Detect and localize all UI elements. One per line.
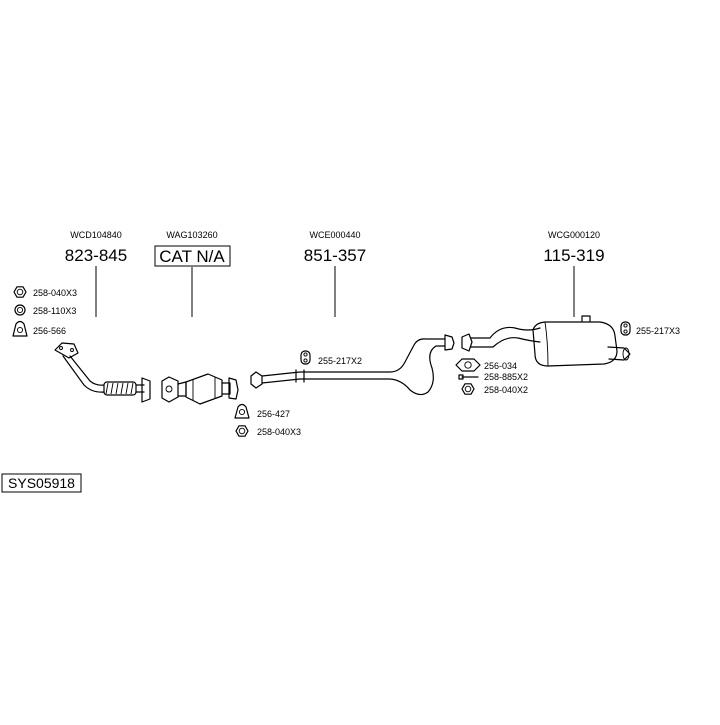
part-number-rear-silencer: 115-319	[543, 246, 604, 265]
front-pipe-flange	[54, 342, 79, 359]
accessory-label-gasket-front: 256-566	[33, 326, 66, 336]
flange-bolt-hole	[59, 346, 63, 350]
rear-pipe-top	[470, 326, 541, 339]
silencer-body	[532, 321, 618, 367]
oe-ref-catalytic-converter: WAG103260	[166, 230, 217, 240]
center-pipe-drawing	[250, 334, 455, 396]
cat-body-seams	[192, 377, 216, 400]
front-pipe-outlet	[135, 384, 145, 393]
ring-hole	[16, 306, 24, 314]
accessory-label-gasket-rear: 256-034	[484, 361, 517, 371]
nut-hole	[464, 385, 472, 393]
gasket-hole	[464, 361, 472, 369]
nut-icon	[13, 286, 27, 298]
gasket-hole	[238, 408, 246, 416]
accessory-gasket-rear[interactable]: 256-034	[455, 358, 517, 372]
front-pipe-tube-bottom	[69, 355, 105, 386]
rear-silencer-drawing	[461, 315, 631, 367]
center-pipe-inlet-flange	[250, 371, 263, 389]
nut-hole	[238, 427, 246, 435]
mount-hole	[303, 358, 308, 363]
tailpipe-tip	[622, 347, 630, 361]
center-pipe-outlet-flange	[444, 334, 455, 351]
accessory-label-nut-front: 258-040X3	[33, 288, 77, 298]
mount-hole	[623, 329, 628, 334]
part-number-catalytic-converter: CAT N/A	[159, 247, 225, 266]
accessory-bolt-rear[interactable]: 258-885X2	[458, 372, 528, 382]
flex-joint-braid	[105, 382, 134, 395]
front-pipe-tube-top	[62, 355, 105, 393]
gasket-icon	[234, 403, 250, 419]
center-pipe-hanger-bracket	[295, 369, 305, 383]
accessory-gasket-front[interactable]: 256-566	[12, 320, 66, 337]
gasket-icon	[12, 320, 28, 337]
accessory-gasket-cat[interactable]: 256-427	[234, 403, 290, 420]
accessory-nut-rear[interactable]: 258-040X2	[461, 383, 528, 395]
accessory-label-mount-center: 255-217X2	[318, 356, 362, 366]
cat-outlet-flange	[228, 377, 239, 400]
nut-hole	[16, 288, 24, 296]
gasket-hole	[16, 326, 24, 334]
cat-inlet-hole	[165, 385, 173, 393]
accessory-mount-rear[interactable]: 255-217X3	[620, 321, 680, 336]
part-number-front-pipe: 823-845	[65, 246, 127, 265]
accessory-label-gasket-cat: 256-427	[257, 409, 290, 419]
center-pipe-bottom	[261, 345, 446, 396]
accessory-label-mount-rear: 255-217X3	[636, 326, 680, 336]
accessory-label-bolt-rear: 258-885X2	[484, 372, 528, 382]
accessory-label-ring-front: 258-110X3	[33, 306, 76, 316]
system-code-label: SYS05918	[8, 475, 75, 491]
front-pipe-outlet-flange	[141, 377, 151, 403]
bolt-head	[458, 374, 464, 380]
mount-hole	[303, 352, 308, 357]
oe-ref-front-pipe: WCD104840	[70, 230, 122, 240]
flex-joint	[103, 381, 137, 396]
accessory-nut-front[interactable]: 258-040X3	[13, 286, 77, 298]
nut-icon	[461, 383, 475, 395]
section-rear-silencer[interactable]: WCG000120 115-319	[543, 230, 605, 317]
accessory-nut-cat[interactable]: 258-040X3	[235, 425, 301, 437]
system-code-box	[1, 473, 82, 493]
accessory-mount-center[interactable]: 255-217X2	[300, 350, 362, 366]
cat-inlet-neck	[177, 381, 187, 397]
ring-icon	[14, 304, 26, 316]
cat-body	[185, 373, 223, 405]
cat-label-box	[154, 245, 231, 267]
rear-inlet-flange	[461, 333, 473, 352]
center-pipe-top	[261, 338, 446, 377]
section-center-pipe[interactable]: WCE000440 851-357	[304, 230, 366, 317]
silencer-hanger	[581, 315, 591, 322]
accessory-label-nut-cat: 258-040X3	[257, 427, 301, 437]
oe-ref-rear-silencer: WCG000120	[548, 230, 600, 240]
flange-bolt-hole	[70, 348, 74, 352]
gasket-icon	[455, 358, 481, 372]
mount-hole	[623, 323, 628, 328]
part-number-center-pipe: 851-357	[304, 246, 366, 265]
accessory-label-nut-rear: 258-040X2	[484, 385, 528, 395]
nut-icon	[235, 425, 249, 437]
cat-inlet-flange	[161, 376, 179, 403]
accessory-ring-front[interactable]: 258-110X3	[14, 304, 76, 316]
section-front-pipe[interactable]: WCD104840 823-845	[65, 230, 127, 317]
tailpipe	[607, 346, 631, 361]
catalytic-converter-drawing	[161, 373, 239, 405]
cat-outlet-neck	[221, 382, 231, 395]
oe-ref-center-pipe: WCE000440	[309, 230, 360, 240]
silencer-seam	[544, 321, 549, 367]
rear-pipe-bottom	[470, 337, 541, 348]
section-catalytic-converter[interactable]: WAG103260 CAT N/A	[154, 230, 231, 317]
rubber-mount-icon	[620, 321, 631, 336]
rubber-mount-icon	[300, 350, 311, 365]
front-pipe-drawing	[54, 342, 151, 403]
system-code: SYS05918	[1, 473, 82, 493]
